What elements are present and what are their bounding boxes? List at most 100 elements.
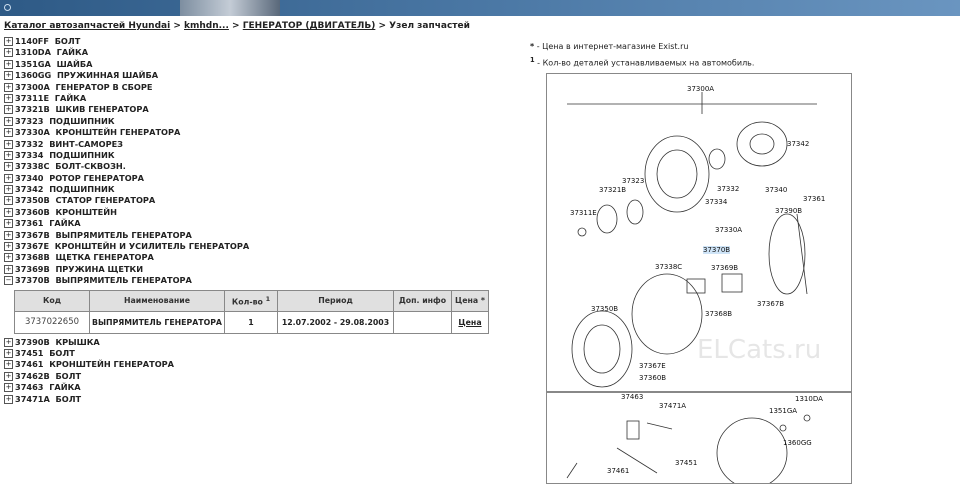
expand-icon[interactable]: +	[4, 360, 13, 370]
parts-tree-item[interactable]: +37367B ВЫПРЯМИТЕЛЬ ГЕНЕРАТОРА	[4, 230, 489, 241]
breadcrumb-model-link[interactable]: kmhdn...	[184, 21, 229, 31]
exploded-diagram-2[interactable]: 37463 37471A 1310DA 1351GA 1360GG 37451 37461	[546, 392, 852, 484]
parts-tree-item[interactable]: +37390B КРЫШКА	[4, 337, 489, 348]
diagram-callout[interactable]: 37390B	[775, 207, 803, 215]
expand-icon[interactable]: +	[4, 383, 13, 393]
parts-tree-item[interactable]: +1310DA ГАЙКА	[4, 47, 489, 58]
expand-icon[interactable]: +	[4, 59, 13, 69]
parts-tree-item[interactable]: +37471A БОЛТ	[4, 394, 489, 405]
parts-tree-item[interactable]: +37323 ПОДШИПНИК	[4, 116, 489, 127]
diagram-callout[interactable]: 37300A	[687, 85, 715, 93]
parts-tree-item[interactable]: +37360B КРОНШТЕЙН	[4, 207, 489, 218]
part-code: 37451	[15, 347, 44, 358]
parts-tree-item[interactable]: +37463 ГАЙКА	[4, 382, 489, 393]
parts-tree-item[interactable]: +37462B БОЛТ	[4, 371, 489, 382]
expand-icon[interactable]: +	[4, 162, 13, 172]
col-name: Наименование	[89, 289, 225, 312]
expand-icon[interactable]: +	[4, 150, 13, 160]
expand-icon[interactable]: +	[4, 139, 13, 149]
parts-tree-item[interactable]: +37340 РОТОР ГЕНЕРАТОРА	[4, 173, 489, 184]
diagram-callout[interactable]: 37463	[621, 393, 644, 401]
diagram-callout[interactable]: 37369B	[711, 264, 739, 272]
col-period: Период	[277, 289, 394, 312]
expand-icon[interactable]: +	[4, 37, 13, 46]
diagram-callout[interactable]: 1351GA	[769, 407, 798, 415]
expand-icon[interactable]: +	[4, 264, 13, 274]
parts-tree-item[interactable]: +37367E КРОНШТЕЙН И УСИЛИТЕЛЬ ГЕНЕРАТОРА	[4, 241, 489, 252]
diagram-callout[interactable]: 37321B	[599, 186, 627, 194]
diagram-callout[interactable]: 37330A	[715, 226, 743, 234]
diagram-callout[interactable]: 37311E	[570, 209, 597, 217]
parts-tree-item[interactable]: +37368B ЩЕТКА ГЕНЕРАТОРА	[4, 252, 489, 263]
expand-icon[interactable]: +	[4, 337, 13, 347]
diagram-callout[interactable]: 37461	[607, 467, 630, 475]
expand-icon[interactable]: +	[4, 207, 13, 217]
part-name: БОЛТ	[55, 370, 82, 381]
parts-tree-item[interactable]: +37369B ПРУЖИНА ЩЕТКИ	[4, 264, 489, 275]
part-code: 37367E	[15, 241, 50, 252]
expand-icon[interactable]: +	[4, 48, 13, 58]
parts-tree-item[interactable]: +37311E ГАЙКА	[4, 93, 489, 104]
part-name: ГАЙКА	[49, 218, 81, 229]
expand-icon[interactable]: +	[4, 230, 13, 240]
diagram-callout[interactable]: 37361	[803, 195, 826, 203]
expand-icon[interactable]: +	[4, 253, 13, 263]
expand-icon[interactable]: +	[4, 128, 13, 138]
diagram-callout[interactable]: 37350B	[591, 305, 619, 313]
parts-tree-item[interactable]: +37334 ПОДШИПНИК	[4, 150, 489, 161]
expand-icon[interactable]: +	[4, 105, 13, 115]
expand-icon[interactable]: +	[4, 196, 13, 206]
expand-icon[interactable]: +	[4, 71, 13, 81]
diagram-callout[interactable]: 37332	[717, 185, 740, 193]
diagram-callout[interactable]: 37370B	[703, 246, 731, 254]
banner-image	[180, 0, 280, 16]
parts-tree-item[interactable]: +37342 ПОДШИПНИК	[4, 184, 489, 195]
part-name: ГАЙКА	[54, 92, 87, 103]
price-link[interactable]: Цена	[458, 317, 482, 327]
parts-tree-item[interactable]: +37332 ВИНТ-САМОРЕЗ	[4, 139, 489, 150]
parts-tree-item[interactable]: +37361 ГАЙКА	[4, 218, 489, 229]
expand-icon[interactable]: +	[4, 348, 13, 358]
expand-icon[interactable]: +	[4, 371, 13, 381]
parts-tree-item[interactable]: +37451 БОЛТ	[4, 348, 489, 359]
breadcrumb-catalog-link[interactable]: Каталог автозапчастей Hyundai	[4, 21, 171, 31]
part-code: 37330A	[15, 127, 50, 138]
diagram-callout[interactable]: 37338C	[655, 263, 683, 271]
parts-tree-item[interactable]: +37300A ГЕНЕРАТОР В СБОРЕ	[4, 82, 489, 93]
expand-icon[interactable]: +	[4, 93, 13, 103]
expand-icon[interactable]: +	[4, 219, 13, 229]
expand-icon[interactable]: +	[4, 116, 13, 126]
parts-tree-item[interactable]: +1140FF БОЛТ	[4, 36, 489, 47]
breadcrumb-group-link[interactable]: ГЕНЕРАТОР (ДВИГАТЕЛЬ)	[242, 21, 376, 31]
diagram-callout[interactable]: 37340	[765, 186, 788, 194]
parts-tree-item-expanded[interactable]: −37370B ВЫПРЯМИТЕЛЬ ГЕНЕРАТОРА	[4, 275, 489, 286]
diagram-callout[interactable]: 37368B	[705, 310, 733, 318]
collapse-icon[interactable]: −	[4, 276, 13, 286]
part-name: КРОНШТЕЙН ГЕНЕРАТОРА	[49, 359, 175, 370]
expand-icon[interactable]: +	[4, 82, 13, 92]
parts-tree-item[interactable]: +37330A КРОНШТЕЙН ГЕНЕРАТОРА	[4, 127, 489, 138]
diagram-callout[interactable]: 37367B	[757, 300, 785, 308]
parts-tree-item[interactable]: +1351GA ШАЙБА	[4, 59, 489, 70]
parts-tree-item[interactable]: +37321B ШКИВ ГЕНЕРАТОРА	[4, 104, 489, 115]
parts-tree-item[interactable]: +37338C БОЛТ-СКВОЗН.	[4, 161, 489, 172]
parts-tree-item[interactable]: +1360GG ПРУЖИННАЯ ШАЙБА	[4, 70, 489, 81]
breadcrumb-sep: >	[232, 21, 240, 31]
expand-icon[interactable]: +	[4, 173, 13, 183]
diagram-callout[interactable]: 37334	[705, 198, 728, 206]
diagram-callout[interactable]: 37360B	[639, 374, 667, 382]
expand-icon[interactable]: +	[4, 242, 13, 252]
parts-tree-item[interactable]: +37350B СТАТОР ГЕНЕРАТОРА	[4, 195, 489, 206]
diagram-callout[interactable]: 1360GG	[783, 439, 812, 447]
part-name: ВЫПРЯМИТЕЛЬ ГЕНЕРАТОРА	[55, 275, 192, 286]
expand-icon[interactable]: +	[4, 185, 13, 195]
diagram-callout[interactable]: 37451	[675, 459, 698, 467]
diagram-callout[interactable]: 37367E	[639, 362, 666, 370]
expand-icon[interactable]: +	[4, 394, 13, 404]
diagram-callout[interactable]: 37471A	[659, 402, 687, 410]
parts-tree-item[interactable]: +37461 КРОНШТЕЙН ГЕНЕРАТОРА	[4, 359, 489, 370]
diagram-callout[interactable]: 37323	[622, 177, 645, 185]
diagram-callout[interactable]: 37342	[787, 140, 810, 148]
diagram-callout[interactable]: 1310DA	[795, 395, 823, 403]
